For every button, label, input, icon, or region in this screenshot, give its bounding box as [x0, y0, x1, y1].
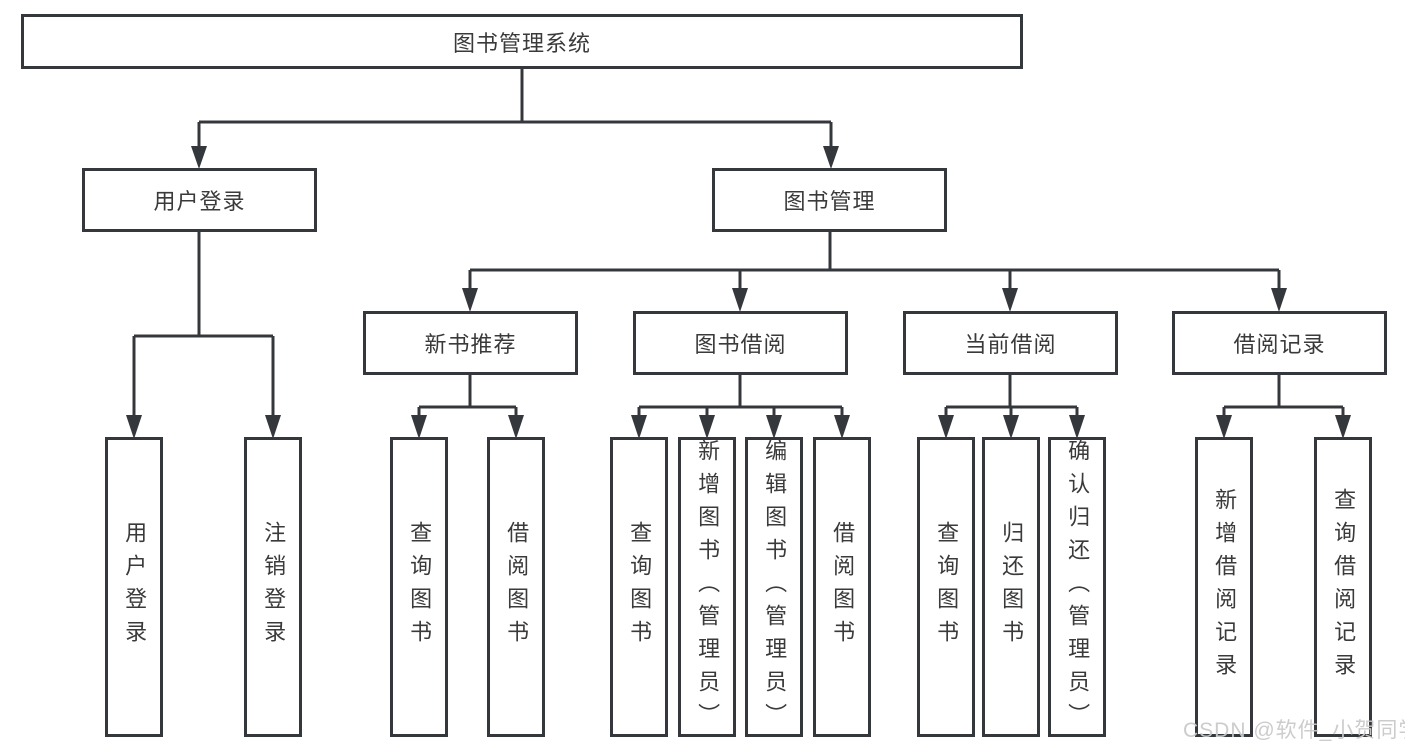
node-new-book-recommend: 新书推荐	[363, 311, 578, 375]
leaf-label: 注销登录	[261, 521, 287, 653]
leaf-label: 确认归还（管理员）	[1065, 438, 1091, 736]
node-new-book-recommend-label: 新书推荐	[424, 332, 517, 357]
arrowhead	[1003, 415, 1019, 439]
leaf-label: 借阅图书	[504, 521, 530, 653]
connector-book-borrow-to-children	[631, 375, 850, 439]
connector-borrow-rec-to-children	[1216, 375, 1351, 439]
arrowhead	[191, 146, 207, 169]
arrowhead	[699, 415, 715, 439]
leaf-label: 查询图书	[627, 521, 653, 653]
arrowhead	[1002, 288, 1018, 312]
leaf-label: 查询图书	[934, 521, 960, 653]
node-book-borrowing: 图书借阅	[633, 311, 848, 375]
node-library-system-label: 图书管理系统	[452, 30, 591, 56]
arrowhead	[462, 288, 478, 312]
leaf-label: 查询借阅记录	[1331, 488, 1357, 686]
leaf-label: 编辑图书（管理员）	[762, 438, 788, 736]
leaf-user-login: 用户登录	[105, 437, 163, 737]
arrowhead	[766, 415, 782, 439]
leaf-query-books-3: 查询图书	[917, 437, 975, 737]
leaf-label: 归还图书	[999, 521, 1025, 653]
leaf-borrow-books-2: 借阅图书	[813, 437, 871, 737]
csdn-watermark: CSDN @软件_小贺同学	[1183, 719, 1405, 742]
arrowhead	[1271, 288, 1287, 312]
node-book-borrowing-label: 图书借阅	[694, 332, 787, 357]
arrowhead	[508, 415, 524, 439]
connector-new-rec-to-children	[411, 375, 524, 439]
leaf-label: 查询图书	[407, 521, 433, 653]
node-current-borrowing-label: 当前借阅	[964, 332, 1057, 357]
leaf-label: 用户登录	[122, 521, 148, 653]
node-borrowing-records: 借阅记录	[1172, 311, 1387, 375]
leaf-borrow-books-1: 借阅图书	[487, 437, 545, 737]
node-library-system: 图书管理系统	[21, 14, 1023, 69]
arrowhead	[938, 415, 954, 439]
arrowhead	[1069, 415, 1085, 439]
node-current-borrowing: 当前借阅	[903, 311, 1118, 375]
node-user-login-label: 用户登录	[153, 189, 246, 214]
arrowhead	[732, 288, 748, 312]
leaf-return-books: 归还图书	[982, 437, 1040, 737]
arrowhead	[1335, 415, 1351, 439]
arrowhead	[126, 415, 142, 439]
arrowhead	[411, 415, 427, 439]
leaf-query-borrow-record: 查询借阅记录	[1314, 437, 1372, 737]
leaf-edit-book-admin: 编辑图书（管理员）	[745, 437, 803, 737]
connector-user-login-to-children	[126, 232, 281, 439]
connector-cur-borrow-to-children	[938, 375, 1085, 439]
leaf-label: 新增借阅记录	[1212, 488, 1238, 686]
connector-root-to-level1	[191, 69, 839, 169]
arrowhead	[834, 415, 850, 439]
leaf-add-book-admin: 新增图书（管理员）	[678, 437, 736, 737]
leaf-query-books-1: 查询图书	[390, 437, 448, 737]
arrowhead	[1216, 415, 1232, 439]
arrowhead	[265, 415, 281, 439]
leaf-label: 新增图书（管理员）	[695, 438, 721, 736]
leaf-confirm-return-admin: 确认归还（管理员）	[1048, 437, 1106, 737]
node-book-management: 图书管理	[712, 168, 947, 232]
leaf-label: 借阅图书	[830, 521, 856, 653]
leaf-logout: 注销登录	[244, 437, 302, 737]
arrowhead	[631, 415, 647, 439]
connector-book-mgmt-to-level2	[462, 232, 1287, 312]
node-user-login: 用户登录	[82, 168, 317, 232]
leaf-query-books-2: 查询图书	[610, 437, 668, 737]
node-borrowing-records-label: 借阅记录	[1233, 332, 1326, 357]
node-book-management-label: 图书管理	[783, 189, 876, 214]
arrowhead	[823, 146, 839, 169]
leaf-add-borrow-record: 新增借阅记录	[1195, 437, 1253, 737]
